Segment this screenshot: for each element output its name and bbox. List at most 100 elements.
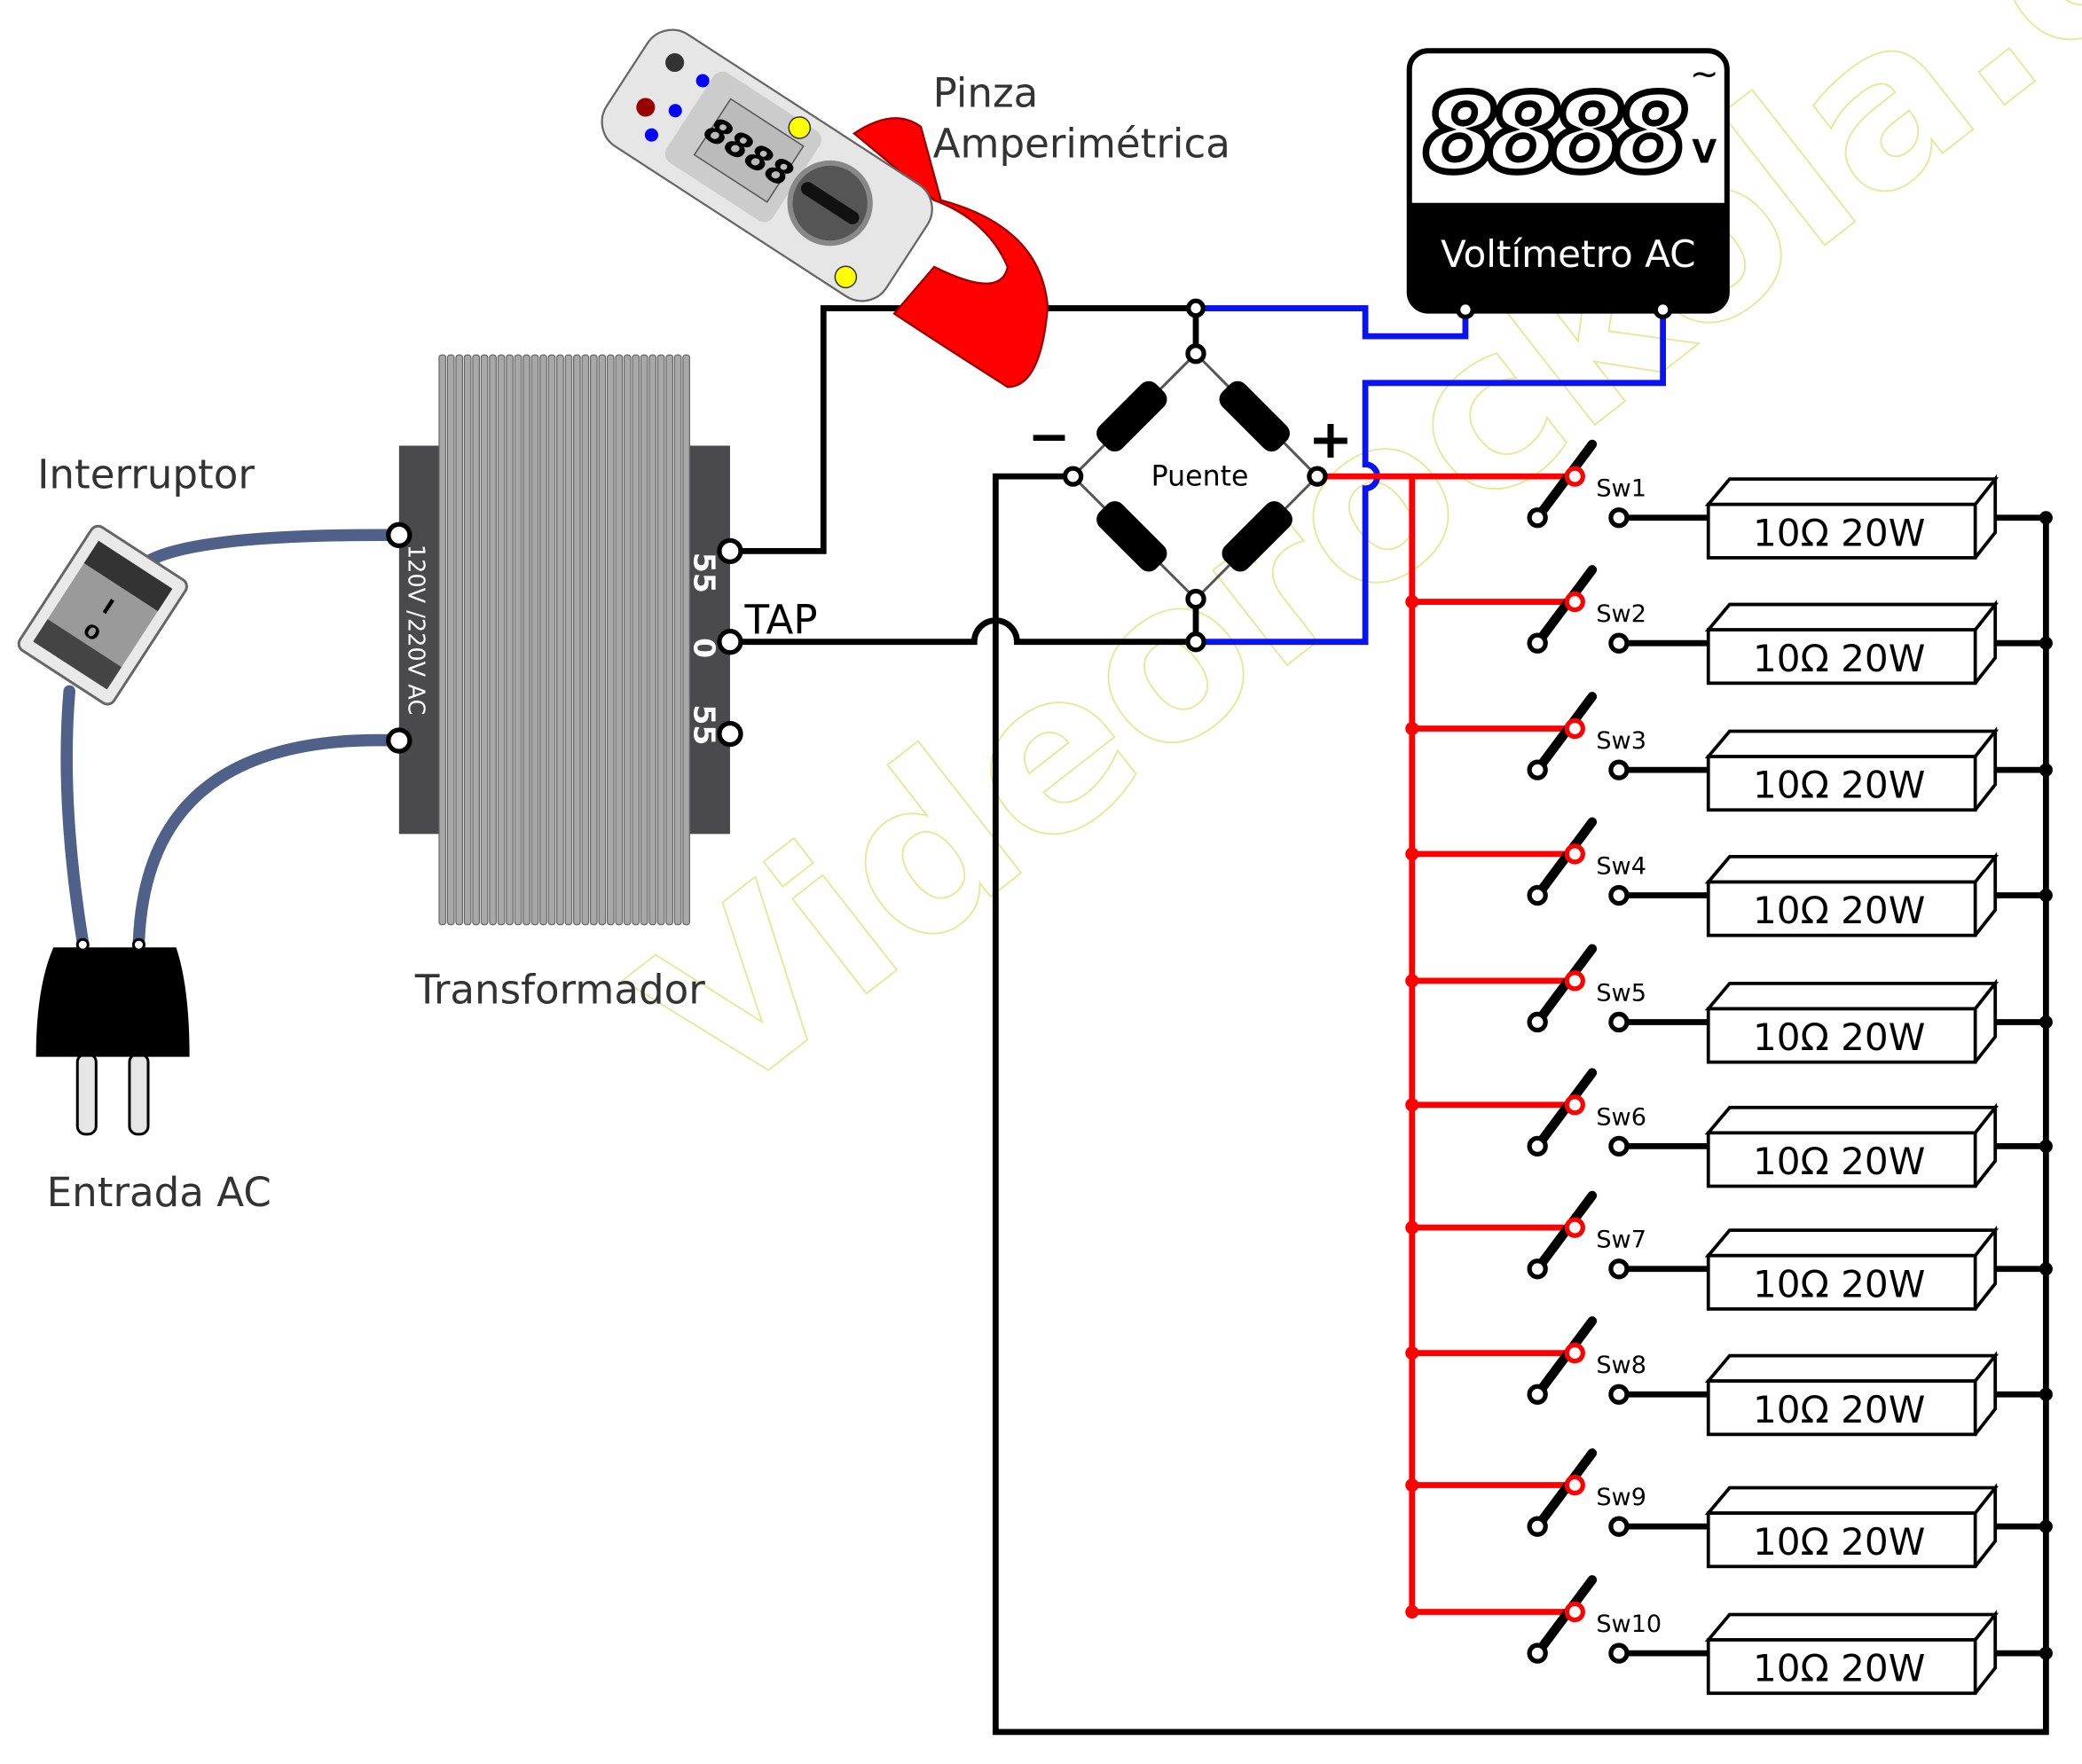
load-resistor: 10Ω 20W bbox=[1704, 851, 2000, 937]
load-resistor: 10Ω 20W bbox=[1704, 474, 2000, 560]
resistor-rating: 10Ω 20W bbox=[1753, 1140, 1925, 1183]
load-resistor: 10Ω 20W bbox=[1704, 1351, 2000, 1437]
minus-label: − bbox=[1028, 408, 1071, 466]
load-switch-10[interactable]: Sw10 bbox=[1527, 1575, 1662, 1664]
power-switch[interactable]: I O bbox=[16, 523, 190, 708]
switch-lever[interactable] bbox=[1532, 565, 1598, 648]
clamp-meter: 8888 Pinza Amperimétrica bbox=[601, 28, 1230, 388]
load-row: Sw10 10Ω 20W bbox=[1405, 1575, 2053, 1696]
transformer-terminals bbox=[386, 521, 743, 754]
ac-plug bbox=[35, 937, 190, 1136]
secondary-label-55-top: 55 bbox=[687, 553, 721, 593]
load-resistor: 10Ω 20W bbox=[1704, 600, 2000, 686]
load-switch-7[interactable]: Sw7 bbox=[1527, 1190, 1646, 1280]
switch-pivot bbox=[1527, 1642, 1548, 1664]
resistor-rating: 10Ω 20W bbox=[1753, 764, 1925, 807]
load-row: Sw2 10Ω 20W bbox=[1405, 565, 2053, 686]
core-lamination bbox=[480, 354, 489, 926]
switch-lever[interactable] bbox=[1532, 439, 1598, 523]
core-lamination bbox=[581, 354, 590, 926]
secondary-label-0: 0 bbox=[687, 638, 721, 658]
junction-dot bbox=[2039, 1646, 2053, 1660]
switch-contact bbox=[1564, 1342, 1585, 1364]
load-resistor: 10Ω 20W bbox=[1704, 1102, 2000, 1188]
switch-contact bbox=[1564, 1094, 1585, 1116]
switch-label: Sw8 bbox=[1596, 1352, 1646, 1379]
switch-terminal bbox=[1608, 1011, 1630, 1033]
switch-pivot bbox=[1527, 759, 1548, 780]
switch-terminal bbox=[1608, 1135, 1630, 1157]
ac-cords bbox=[60, 529, 405, 948]
load-switch-2[interactable]: Sw2 bbox=[1527, 565, 1646, 654]
switch-label: Sw7 bbox=[1596, 1227, 1646, 1254]
load-switch-3[interactable]: Sw3 bbox=[1527, 692, 1646, 780]
resistor-rating: 10Ω 20W bbox=[1753, 1647, 1925, 1690]
switch-lever[interactable] bbox=[1532, 1316, 1598, 1399]
switch-lever[interactable] bbox=[1532, 1190, 1598, 1274]
load-resistor: 10Ω 20W bbox=[1704, 978, 2000, 1064]
switch-terminal bbox=[1608, 1384, 1630, 1405]
core-lamination bbox=[665, 354, 674, 926]
junction-dot bbox=[2039, 1519, 2053, 1533]
voltmeter-ac-symbol: ~ bbox=[1690, 54, 1719, 94]
switch-lever[interactable] bbox=[1532, 1448, 1598, 1532]
resistor-rating: 10Ω 20W bbox=[1753, 637, 1925, 680]
switch-pivot bbox=[1527, 1384, 1548, 1405]
core-lamination bbox=[656, 354, 665, 926]
switch-pivot bbox=[1527, 1011, 1548, 1033]
switch-terminal bbox=[1608, 1516, 1630, 1537]
load-switch-8[interactable]: Sw8 bbox=[1527, 1316, 1646, 1405]
core-lamination bbox=[522, 354, 530, 926]
junction-dot bbox=[2039, 763, 2053, 777]
bridge-label: Puente bbox=[1151, 461, 1249, 493]
switch-label: Sw2 bbox=[1596, 600, 1646, 628]
load-row: Sw5 10Ω 20W bbox=[1405, 944, 2053, 1064]
switch-lever[interactable] bbox=[1532, 817, 1598, 900]
load-row: Sw3 10Ω 20W bbox=[1405, 692, 2053, 812]
load-row: Sw6 10Ω 20W bbox=[1405, 1068, 2053, 1188]
switch-label: Interruptor bbox=[37, 451, 255, 498]
input-label: Entrada AC bbox=[47, 1169, 271, 1216]
load-switch-9[interactable]: Sw9 bbox=[1527, 1448, 1646, 1537]
core-lamination bbox=[506, 354, 514, 926]
load-switch-4[interactable]: Sw4 bbox=[1527, 817, 1646, 906]
core-lamination bbox=[606, 354, 615, 926]
core-lamination bbox=[589, 354, 598, 926]
switch-label: Sw3 bbox=[1596, 727, 1646, 755]
switch-label: Sw10 bbox=[1596, 1611, 1662, 1638]
core-lamination bbox=[547, 354, 556, 926]
switch-terminal bbox=[1608, 507, 1630, 529]
junction-dot bbox=[2039, 889, 2053, 903]
load-switch-6[interactable]: Sw6 bbox=[1527, 1068, 1646, 1157]
switch-lever[interactable] bbox=[1532, 692, 1598, 775]
switch-lever[interactable] bbox=[1532, 1575, 1598, 1658]
core-lamination bbox=[640, 354, 648, 926]
junction-dot bbox=[2039, 511, 2053, 525]
core-lamination bbox=[489, 354, 497, 926]
load-switch-5[interactable]: Sw5 bbox=[1527, 944, 1646, 1033]
secondary-label-55-bottom: 55 bbox=[687, 704, 721, 745]
core-lamination bbox=[455, 354, 464, 926]
switch-lever[interactable] bbox=[1532, 1068, 1598, 1151]
switch-lever[interactable] bbox=[1532, 944, 1598, 1027]
load-row: Sw4 10Ω 20W bbox=[1405, 817, 2053, 937]
core-lamination bbox=[556, 354, 564, 926]
clamp-label-line1: Pinza bbox=[933, 69, 1039, 116]
switch-contact bbox=[1564, 717, 1585, 740]
switch-terminal bbox=[1608, 1258, 1630, 1280]
core-lamination bbox=[682, 354, 690, 926]
load-row: Sw8 10Ω 20W bbox=[1405, 1316, 2053, 1437]
junction-dot bbox=[2039, 1139, 2053, 1153]
core-lamination bbox=[573, 354, 581, 926]
core-lamination bbox=[673, 354, 682, 926]
switch-contact bbox=[1564, 970, 1585, 992]
switch-terminal bbox=[1608, 759, 1630, 780]
switch-contact bbox=[1564, 1601, 1585, 1623]
load-bank: Sw1 10Ω 20W Sw2 10Ω 20W Sw3 10Ω 20W Sw4 10Ω 20W… bbox=[1405, 439, 2053, 1696]
switch-label: Sw4 bbox=[1596, 852, 1646, 880]
load-switch-1[interactable]: Sw1 bbox=[1527, 439, 1646, 529]
switch-pivot bbox=[1527, 1258, 1548, 1280]
load-resistor: 10Ω 20W bbox=[1704, 1610, 2000, 1696]
